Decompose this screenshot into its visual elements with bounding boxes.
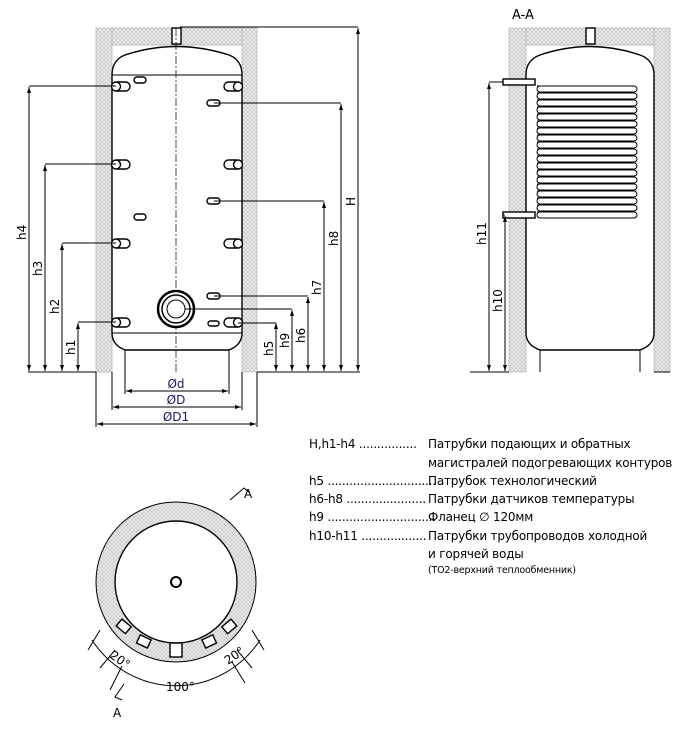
label-h2: h2 <box>48 299 62 314</box>
coil-turn <box>536 92 638 100</box>
label-h1: h1 <box>64 340 78 355</box>
legend-value: Патрубок технологический <box>428 474 597 488</box>
label-diameter-D1: ØD1 <box>163 410 189 424</box>
label-diameter-d: Ød <box>167 377 184 391</box>
coil-turn <box>536 127 638 135</box>
tank-body <box>111 45 243 351</box>
label-h10: h10 <box>491 289 505 312</box>
section-view: A-A h11 h10 <box>470 8 671 373</box>
legend-value: Патрубки подающих и обратных <box>428 437 631 451</box>
label-h4: h4 <box>15 225 29 240</box>
heat-exchanger-coil <box>536 85 638 219</box>
coil-turn <box>536 99 638 107</box>
legend-key: h6-h8 ...................... <box>309 492 426 506</box>
legend-value: Фланец ∅ 120мм <box>428 510 534 524</box>
label-h9: h9 <box>278 333 292 348</box>
pipe-nozzles <box>110 76 244 328</box>
coil-turn <box>536 106 638 114</box>
label-h11: h11 <box>475 222 489 245</box>
legend-value: и горячей воды <box>428 547 524 561</box>
angle-total: 100° <box>166 680 195 694</box>
coil-turn <box>536 190 638 198</box>
label-h6: h6 <box>294 328 308 343</box>
coil-inlet <box>502 78 536 86</box>
coil-turn <box>536 155 638 163</box>
front-view: h4 h3 h2 h1 h5 h9 h6 h7 h8 H Ød ØD ØD1 <box>15 26 360 427</box>
legend-note: (ТО2-верхний теплообменник) <box>428 565 576 576</box>
angle-right: 20° <box>222 644 247 668</box>
label-H: H <box>344 197 358 206</box>
coil-turn <box>536 197 638 205</box>
label-h7: h7 <box>310 280 324 295</box>
label-h8: h8 <box>327 231 341 246</box>
coil-turn <box>536 204 638 212</box>
legend-key: h10-h11 .................. <box>309 529 427 543</box>
coil-turn <box>536 141 638 149</box>
coil-turn <box>536 176 638 184</box>
coil-turn <box>536 162 638 170</box>
coil-turn <box>536 120 638 128</box>
coil-turn <box>536 85 638 93</box>
coil-turn <box>536 113 638 121</box>
section-mark-bottom: A <box>113 706 122 720</box>
label-h3: h3 <box>31 261 45 276</box>
coil-turn <box>536 169 638 177</box>
legend-key: h5 .............................. <box>309 474 436 488</box>
coil-turn <box>536 134 638 142</box>
top-view: A A 20° 20° 100° <box>87 487 265 720</box>
label-diameter-D: ØD <box>167 393 186 407</box>
coil-turn <box>536 148 638 156</box>
legend-key: h9 .............................. <box>309 510 436 524</box>
top-nozzle <box>171 27 182 45</box>
coil-turn <box>536 183 638 191</box>
top-nozzle <box>170 576 182 588</box>
coil-turn <box>536 211 638 219</box>
legend-key: H,h1-h4 ................ <box>309 437 417 451</box>
label-h5: h5 <box>262 341 276 356</box>
section-title: A-A <box>512 8 534 23</box>
legend-value: Патрубки трубопроводов холодной <box>428 529 648 543</box>
section-mark-top: A <box>244 487 253 501</box>
legend-value: магистралей подогревающих контуров <box>428 456 673 470</box>
legend-value: Патрубки датчиков температуры <box>428 492 635 506</box>
coil-outlet <box>502 211 536 219</box>
angle-left: 20° <box>107 648 132 672</box>
